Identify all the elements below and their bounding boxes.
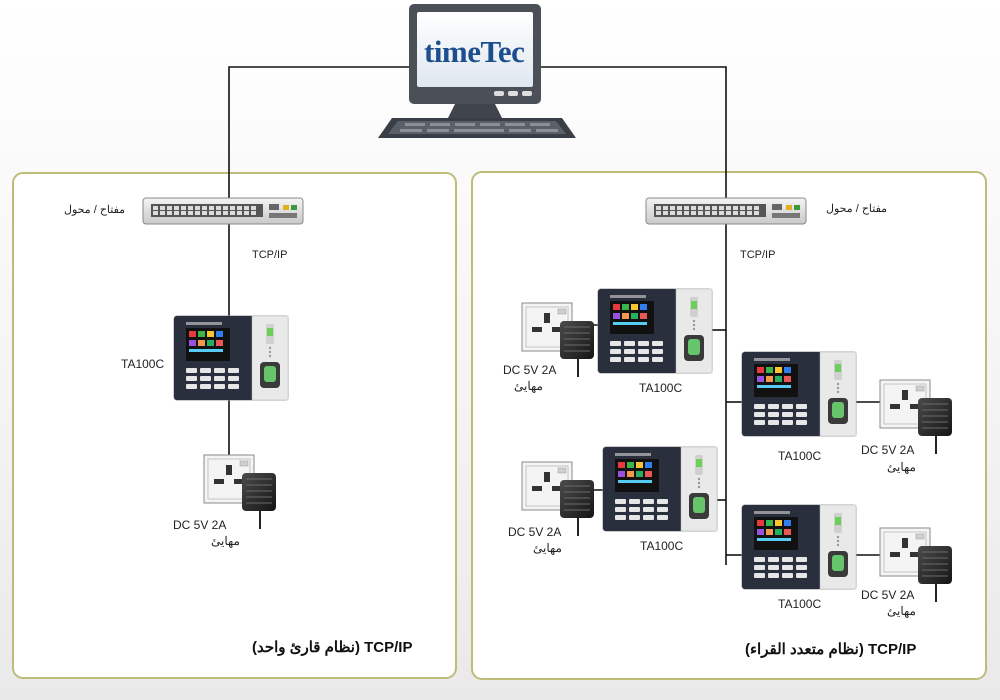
terminal-multi-3 [602, 446, 718, 532]
keyboard [378, 118, 576, 138]
adapter-name-single: مهايئ [211, 534, 240, 548]
single-system-title-ar: (نظام قارئ واحد) [252, 639, 360, 656]
single-reader-panel [12, 172, 457, 679]
multi-system-title-ar: (نظام متعدد القراء) [745, 641, 864, 658]
adapter-name-multi-2: مهايئ [887, 460, 916, 474]
adapter-name-multi-3: مهايئ [533, 541, 562, 555]
adapter-spec-multi-2: DC 5V 2A [861, 443, 915, 457]
adapter-spec-multi-3: DC 5V 2A [508, 525, 562, 539]
adapter-name-multi-4: مهايئ [887, 604, 916, 618]
terminal-multi-4 [741, 504, 857, 590]
single-system-title: (نظام قارئ واحد) TCP/IP [252, 638, 412, 656]
terminal-multi-2 [741, 351, 857, 437]
adapter-name-multi-1: مهايئ [514, 379, 543, 393]
adapter-spec-multi-1: DC 5V 2A [503, 363, 557, 377]
protocol-label-multi: TCP/IP [740, 249, 776, 261]
device-label-multi-3: TA100C [640, 539, 684, 553]
adapter-spec-single: DC 5V 2A [173, 518, 227, 532]
protocol-label-single: TCP/IP [252, 249, 288, 261]
computer-monitor [409, 4, 541, 118]
multi-system-title: (نظام متعدد القراء) TCP/IP [745, 640, 916, 658]
switch-label-single: مفتاح / محول [64, 204, 126, 216]
device-label-single: TA100C [121, 357, 165, 371]
multi-system-title-en: TCP/IP [868, 641, 917, 658]
device-label-multi-2: TA100C [778, 449, 822, 463]
adapter-spec-multi-4: DC 5V 2A [861, 588, 915, 602]
network-switch-multi [645, 197, 807, 225]
network-switch-single [142, 197, 304, 225]
device-label-multi-4: TA100C [778, 597, 822, 611]
device-label-multi-1: TA100C [639, 381, 683, 395]
terminal-single [173, 315, 289, 401]
switch-label-multi: مفتاح / محول [826, 203, 888, 215]
timetec-logo: timeTec [424, 34, 525, 69]
terminal-multi-1 [597, 288, 713, 374]
single-system-title-en: TCP/IP [364, 639, 413, 656]
